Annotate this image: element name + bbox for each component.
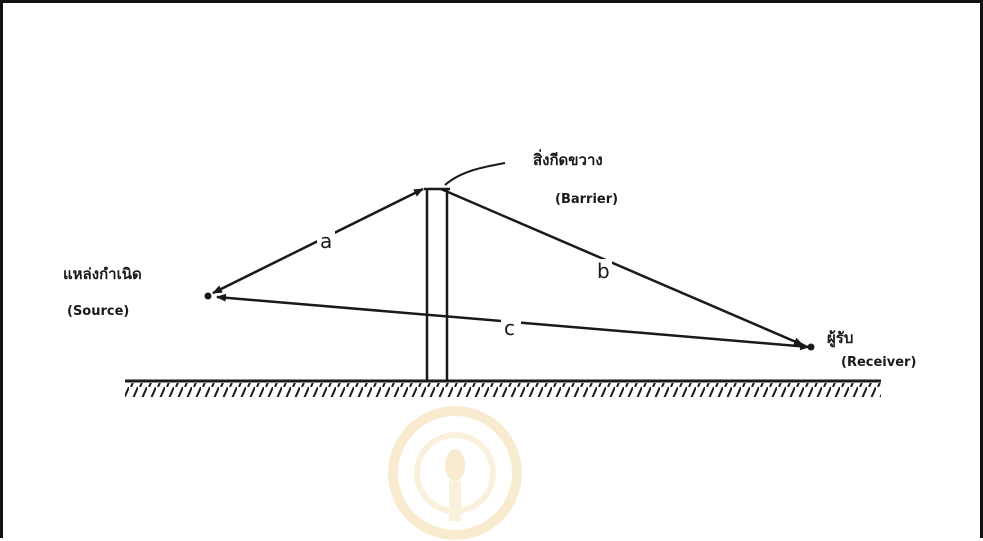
path-c-label: c: [504, 316, 515, 340]
source-label-english: (Source): [67, 304, 129, 319]
receiver-point: [807, 343, 815, 351]
path-b-label: b: [597, 259, 610, 283]
ground-hatching: [125, 383, 881, 397]
watermark-seal: [388, 406, 522, 540]
path-a-label: a: [320, 229, 332, 253]
barrier-wall: [424, 187, 450, 381]
receiver-label-thai: ผู้รับ: [827, 329, 853, 348]
barrier-label-english: (Barrier): [555, 192, 618, 207]
source-label-thai: แหล่งกำเนิด: [63, 265, 142, 283]
barrier-label-thai: สิ่งกีดขวาง: [533, 149, 603, 169]
source-point: [204, 292, 212, 300]
barrier-leader-line: [444, 162, 506, 186]
receiver-label-english: (Receiver): [841, 355, 916, 370]
barrier-diagram: a b c สิ่งกีดขวาง (Barrier) แหล่งกำเนิด …: [63, 149, 916, 540]
